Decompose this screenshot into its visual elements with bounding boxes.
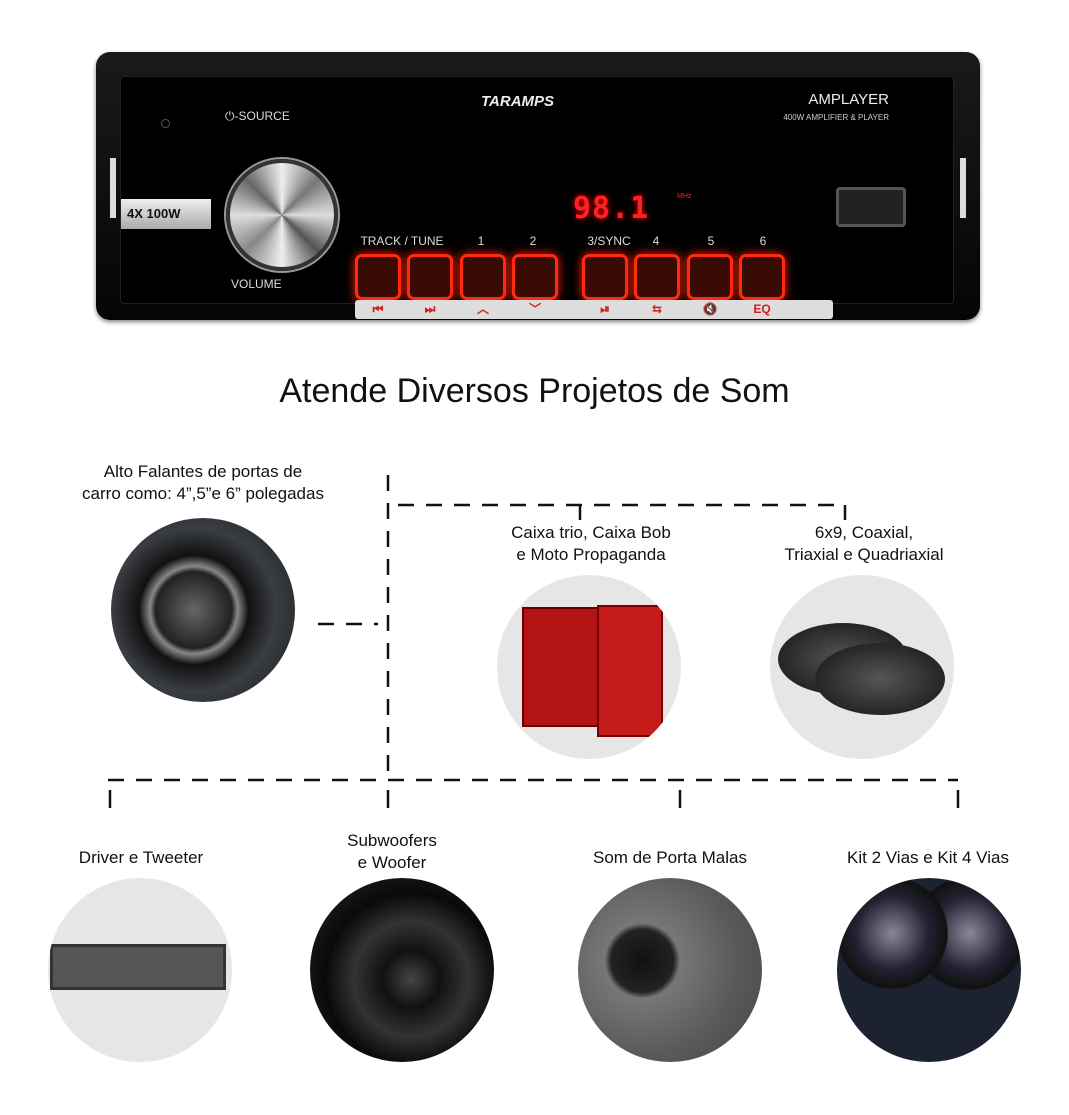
driver-tweeter-photo [48, 878, 232, 1062]
subwoofer-photo [310, 878, 494, 1062]
next-button[interactable] [407, 254, 453, 300]
trio-box-photo [497, 575, 681, 759]
model-subtitle: 400W AMPLIFIER & PLAYER [783, 113, 889, 122]
button-label: TRACK / TUNE [360, 234, 444, 248]
volume-label: VOLUME [231, 277, 282, 291]
trunk-sound-photo [578, 878, 762, 1062]
item-label-kits: Kit 2 Vias e Kit 4 Vias [778, 847, 1069, 869]
label-line: Triaxial e Quadriaxial [784, 545, 944, 564]
symbol-strip [355, 300, 833, 319]
page-title: Atende Diversos Projetos de Som [279, 372, 790, 410]
label-line: Caixa trio, Caixa Bob [511, 523, 671, 542]
preset-6-button[interactable] [739, 254, 785, 300]
label-line: 6x9, Coaxial, [814, 523, 914, 542]
bezel-tab [960, 158, 966, 218]
item-label-trunk-sound: Som de Porta Malas [520, 847, 820, 869]
previous-icon: ⏮ [372, 302, 384, 316]
label-line: Subwoofers [347, 831, 437, 850]
up-icon: ︿ [476, 302, 489, 316]
preset-3-button[interactable] [582, 254, 628, 300]
preset-2-button[interactable] [512, 254, 558, 300]
button-label: 6 [759, 234, 767, 248]
item-label-6x9: 6x9, Coaxial, Triaxial e Quadriaxial [714, 522, 1014, 566]
speaker-kit-photo [837, 878, 1021, 1062]
down-icon: ﹀ [528, 302, 541, 316]
item-label-driver-tweeter: Driver e Tweeter [0, 847, 291, 869]
label-line: Alto Falantes de portas de [103, 462, 303, 481]
button-label: 5 [707, 234, 715, 248]
door-speaker-photo [111, 518, 295, 702]
preset-5-button[interactable] [687, 254, 733, 300]
eq-icon: EQ [753, 302, 771, 316]
faceplate: ⏻-SOURCE 4X 100W VOLUME TARAMPS AMPLAYER… [120, 76, 954, 319]
item-label-subwoofers: Subwoofers e Woofer [242, 830, 542, 874]
car-radio-image: ⏻-SOURCE 4X 100W VOLUME TARAMPS AMPLAYER… [96, 52, 980, 320]
label-line: Kit 2 Vias e Kit 4 Vias [847, 848, 1009, 867]
button-label: 2 [529, 234, 537, 248]
label-line: Driver e Tweeter [78, 848, 204, 867]
power-badge: 4X 100W [121, 199, 211, 229]
label-line: e Woofer [357, 853, 427, 872]
button-label: 1 [477, 234, 485, 248]
preset-4-button[interactable] [634, 254, 680, 300]
frequency-unit: MHz [677, 193, 692, 200]
item-label-door-speakers: Alto Falantes de portas de carro como: 4… [53, 461, 353, 505]
source-label: ⏻-SOURCE [225, 109, 290, 123]
label-line: e Moto Propaganda [516, 545, 666, 564]
label-line: carro como: 4”,5”e 6” polegadas [82, 484, 324, 503]
button-label: 3/SYNC [587, 234, 631, 248]
repeat-icon: ⇆ [651, 302, 663, 316]
next-icon: ⏭ [424, 302, 436, 316]
preset-1-button[interactable] [460, 254, 506, 300]
button-label: 4 [652, 234, 660, 248]
bezel-tab [110, 158, 116, 218]
6x9-speaker-photo [770, 575, 954, 759]
item-label-trio-boxes: Caixa trio, Caixa Bob e Moto Propaganda [441, 522, 741, 566]
mic-icon [161, 119, 170, 128]
mute-icon: 🔇 [702, 302, 718, 316]
usb-port-icon [836, 187, 906, 227]
volume-knob[interactable] [226, 159, 338, 271]
label-line: Som de Porta Malas [592, 848, 747, 867]
brand-logo: TARAMPS [481, 93, 555, 110]
frequency-display: 98.1 [573, 191, 650, 226]
play-pause-icon: ⏯ [600, 302, 610, 316]
prev-button[interactable] [355, 254, 401, 300]
model-name: AMPLAYER [808, 91, 889, 108]
